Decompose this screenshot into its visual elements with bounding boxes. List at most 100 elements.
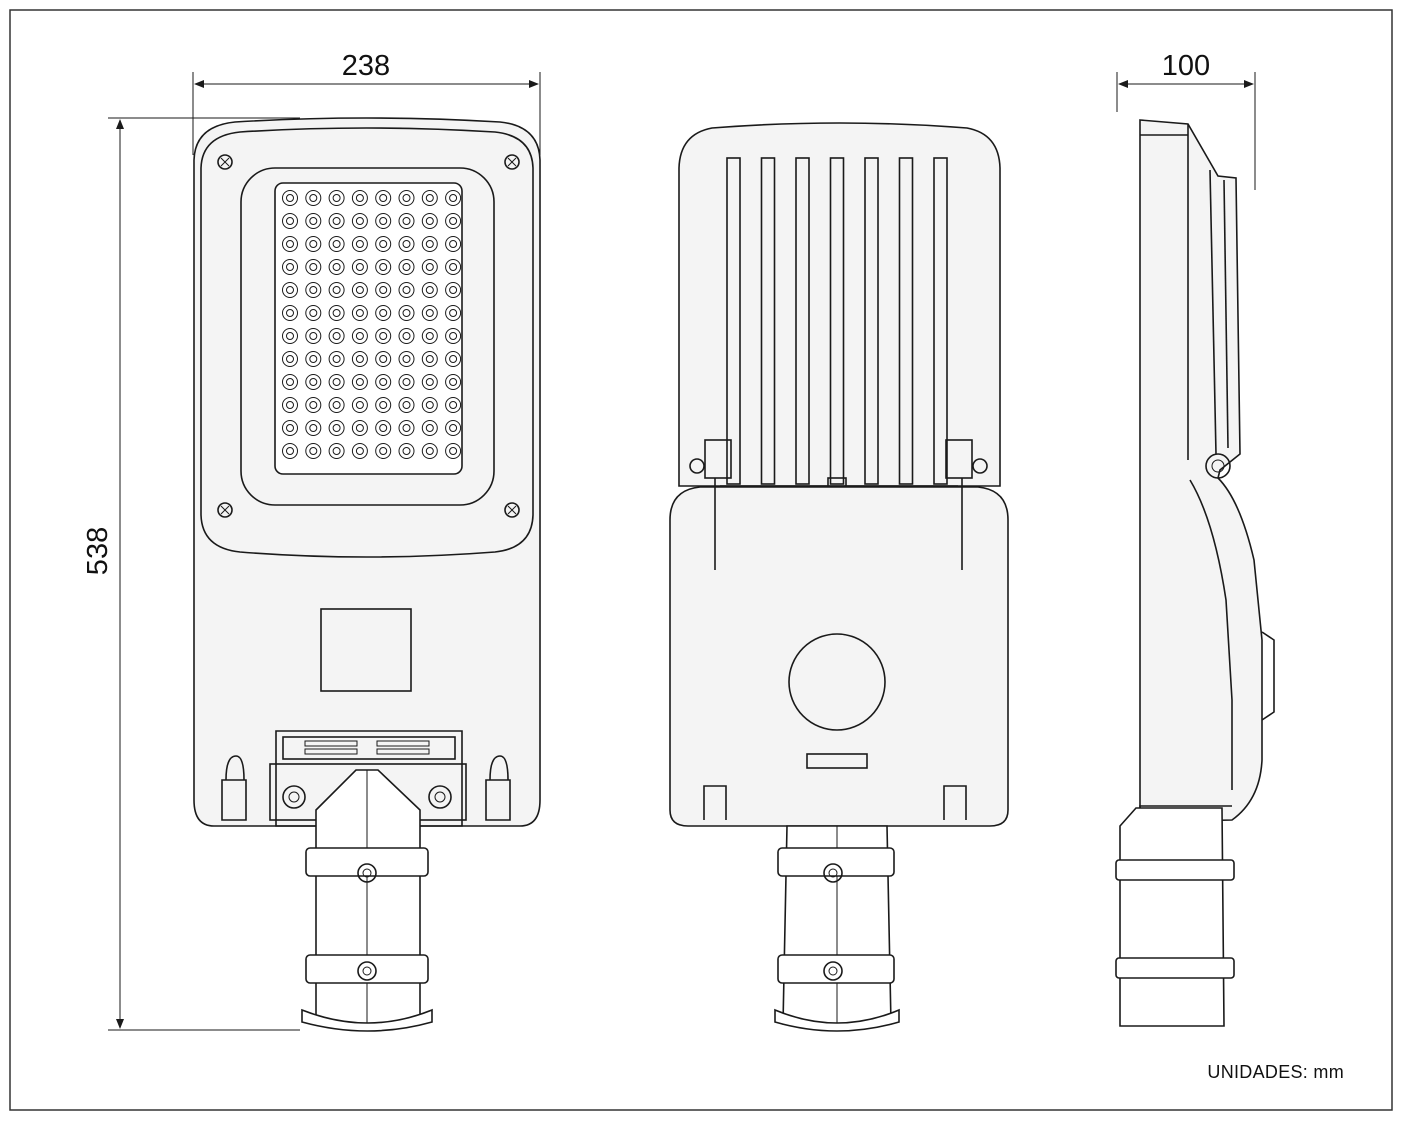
led-chip [286, 309, 294, 317]
led-chip [286, 263, 294, 271]
led-chip [402, 447, 411, 455]
led-lens [351, 213, 368, 229]
led-chip [379, 378, 388, 386]
led-lens [328, 351, 345, 367]
led-lens [421, 397, 438, 413]
led-lens [421, 236, 438, 252]
led-lens [351, 236, 368, 252]
led-chip [309, 332, 318, 340]
led-lens [282, 282, 298, 298]
led-lens [282, 328, 298, 344]
led-chip [425, 240, 434, 248]
led-chip [425, 309, 434, 317]
led-lens [305, 190, 322, 206]
led-lens [445, 420, 462, 436]
led-lens [375, 305, 392, 321]
led-lens [375, 236, 392, 252]
led-lens [305, 328, 322, 344]
led-chip [425, 355, 434, 363]
led-chip [355, 447, 364, 455]
led-lens [421, 328, 438, 344]
led-lens [398, 420, 415, 436]
led-chip [402, 309, 411, 317]
led-chip [309, 424, 318, 432]
led-lens [445, 282, 462, 298]
led-lens [421, 374, 438, 390]
led-chip [332, 447, 341, 455]
led-chip [449, 286, 458, 294]
led-lens [328, 397, 345, 413]
led-chip [402, 286, 411, 294]
led-chip [355, 217, 364, 225]
led-chip [379, 447, 388, 455]
led-lens [305, 351, 322, 367]
led-lens [375, 397, 392, 413]
heatsink-fin [864, 157, 879, 485]
led-chip [355, 263, 364, 271]
led-lens [421, 190, 438, 206]
led-chip [309, 378, 318, 386]
led-lens [282, 397, 298, 413]
led-lens [351, 328, 368, 344]
led-chip [379, 309, 388, 317]
led-lens [375, 213, 392, 229]
heatsink-fin [726, 157, 741, 485]
led-lens [398, 282, 415, 298]
led-chip [355, 332, 364, 340]
led-lens [282, 236, 298, 252]
led-lens [398, 259, 415, 275]
led-chip [355, 240, 364, 248]
led-chip [286, 378, 294, 386]
led-chip [309, 286, 318, 294]
led-chip [449, 447, 458, 455]
led-chip [402, 194, 411, 202]
led-lens [375, 328, 392, 344]
dimension-width: 238 [192, 50, 541, 155]
led-chip [286, 194, 294, 202]
side-view [1115, 119, 1275, 1027]
led-chip [286, 424, 294, 432]
led-chip [286, 401, 294, 409]
led-lens [421, 213, 438, 229]
led-chip [379, 286, 388, 294]
led-chip [309, 309, 318, 317]
led-chip [402, 401, 411, 409]
led-lens [398, 190, 415, 206]
screw-icon [504, 502, 520, 518]
led-chip [425, 378, 434, 386]
led-chip [332, 378, 341, 386]
led-chip [332, 424, 341, 432]
led-chip [286, 447, 294, 455]
led-chip [425, 424, 434, 432]
heatsink-fin [829, 157, 845, 485]
led-chip [379, 194, 388, 202]
front-view [193, 117, 541, 1032]
led-chip [402, 355, 411, 363]
bolt-icon [282, 785, 306, 809]
led-lens [351, 397, 368, 413]
led-chip [355, 401, 364, 409]
led-chip [379, 263, 388, 271]
led-lens [351, 443, 368, 459]
led-chip [425, 401, 434, 409]
heatsink-fin [760, 157, 776, 485]
led-lens [398, 328, 415, 344]
led-lens [421, 443, 438, 459]
led-lens [421, 420, 438, 436]
led-lens [305, 213, 322, 229]
led-lens [351, 305, 368, 321]
led-lens [398, 213, 415, 229]
led-chip [286, 240, 294, 248]
led-lens [282, 420, 298, 436]
led-lens [305, 420, 322, 436]
led-chip [449, 309, 458, 317]
led-lens [445, 236, 462, 252]
led-lens [421, 259, 438, 275]
drawing-border [9, 9, 1393, 1111]
led-chip [402, 217, 411, 225]
led-lens [398, 374, 415, 390]
screw-icon [504, 154, 520, 170]
led-lens [305, 305, 322, 321]
led-chip [449, 194, 458, 202]
